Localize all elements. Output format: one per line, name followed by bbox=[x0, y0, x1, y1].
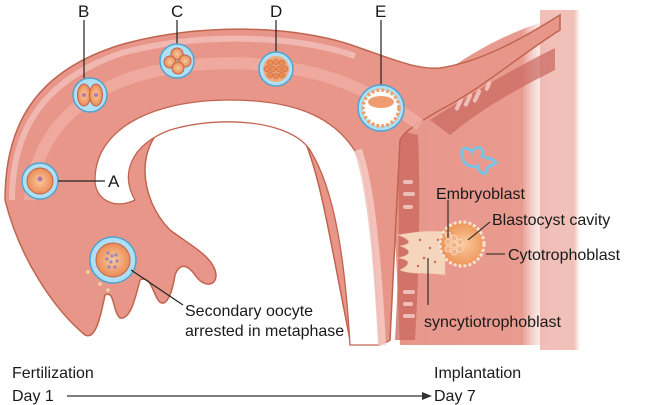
label-syncytiotrophoblast: syncytiotrophoblast bbox=[424, 314, 562, 331]
stage-e-blastocyst bbox=[357, 20, 405, 132]
label-embryoblast: Embryoblast bbox=[436, 186, 525, 203]
timeline-end-day: Day 7 bbox=[434, 388, 476, 405]
stage-label-b: B bbox=[78, 2, 89, 21]
label-blastocyst-cavity: Blastocyst cavity bbox=[492, 212, 610, 229]
label-secondary-oocyte-line1: Secondary oocyte bbox=[185, 303, 313, 320]
stage-a-zygote bbox=[21, 162, 105, 200]
stage-label-d: D bbox=[270, 2, 282, 21]
timeline-start-day: Day 1 bbox=[12, 388, 54, 405]
label-secondary-oocyte-line2: arrested in metaphase bbox=[185, 323, 344, 340]
stage-label-e: E bbox=[375, 2, 386, 21]
stage-b-two-cell bbox=[72, 20, 108, 113]
arrow-head-icon bbox=[422, 392, 432, 400]
uterine-glands bbox=[403, 81, 492, 318]
blood-vessel-icon bbox=[460, 146, 498, 175]
stage-d-morula bbox=[258, 20, 294, 87]
label-cytotrophoblast: Cytotrophoblast bbox=[508, 247, 621, 264]
timeline-start-label: Fertilization bbox=[12, 365, 94, 382]
secondary-oocyte bbox=[83, 235, 184, 306]
timeline-end-label: Implantation bbox=[434, 365, 521, 382]
stage-c-four-cell bbox=[159, 20, 195, 79]
timeline bbox=[67, 392, 432, 400]
implanting-blastocyst bbox=[396, 200, 505, 305]
stage-label-a: A bbox=[108, 172, 120, 191]
stage-label-c: C bbox=[171, 2, 183, 21]
